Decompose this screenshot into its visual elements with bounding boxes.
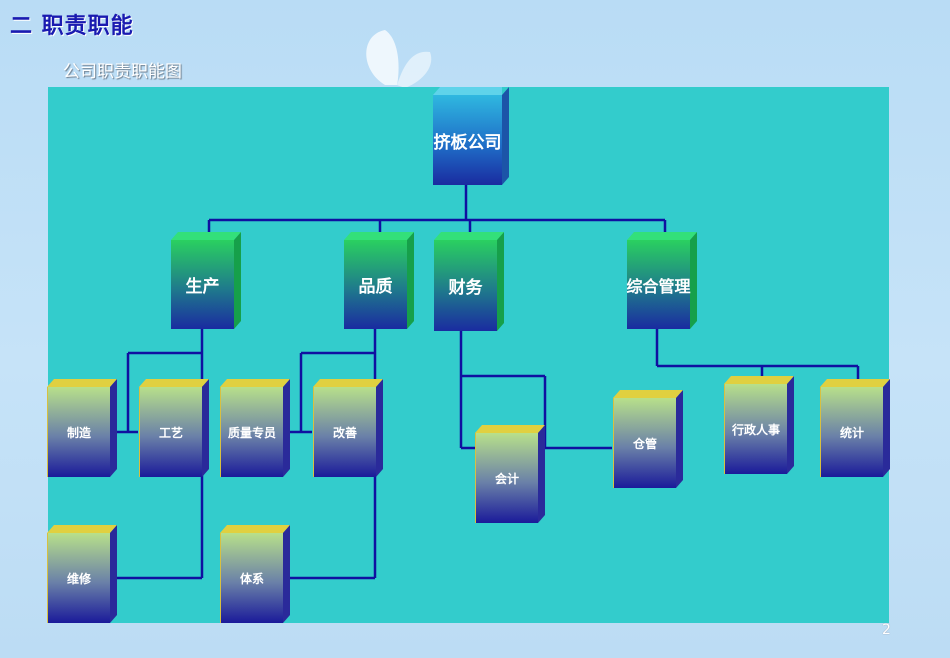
- org-node-label: 财务: [448, 278, 483, 298]
- page-title: 二 职责职能: [10, 14, 134, 39]
- org-node-process: 工艺: [139, 379, 209, 477]
- org-node-label: 体系: [239, 571, 264, 586]
- org-node-quality: 品质: [344, 232, 414, 329]
- org-node-label: 仓管: [632, 436, 657, 451]
- org-node-quality-specialist: 质量专员: [220, 379, 290, 477]
- page-number: 2: [882, 622, 891, 638]
- org-node-label: 改善: [332, 425, 357, 440]
- org-node-root: 挤板公司: [433, 87, 509, 185]
- org-node-label: 会计: [494, 471, 519, 486]
- org-node-finance: 财务: [434, 232, 504, 331]
- org-node-statistics: 统计: [820, 379, 890, 477]
- org-node-manufacturing: 制造: [47, 379, 117, 477]
- org-node-label: 统计: [839, 425, 864, 440]
- org-node-label: 挤板公司: [433, 132, 502, 153]
- org-node-production: 生产: [171, 232, 241, 329]
- chart-subtitle: 公司职责职能图: [63, 62, 182, 82]
- org-node-warehouse: 仓管: [613, 390, 683, 488]
- org-node-accounting: 会计: [475, 425, 545, 523]
- org-node-label: 制造: [66, 425, 91, 440]
- org-node-improvement: 改善: [313, 379, 383, 477]
- org-node-label: 行政人事: [731, 422, 780, 437]
- org-node-label: 生产: [185, 277, 220, 297]
- org-node-label: 工艺: [158, 425, 183, 440]
- org-node-general-management: 综合管理: [627, 232, 697, 329]
- butterfly-watermark-icon: [366, 30, 432, 88]
- org-node-admin-hr: 行政人事: [724, 376, 794, 474]
- org-node-label: 维修: [66, 571, 91, 586]
- org-node-system: 体系: [220, 525, 290, 623]
- org-node-maintenance: 维修: [47, 525, 117, 623]
- org-node-label: 品质: [358, 277, 393, 297]
- org-node-label: 综合管理: [626, 276, 691, 296]
- org-node-label: 质量专员: [227, 425, 276, 440]
